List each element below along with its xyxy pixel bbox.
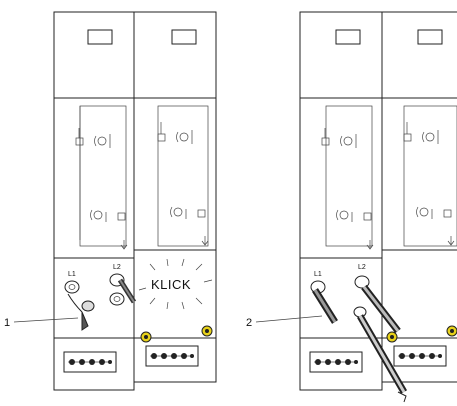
terminal-strip <box>393 345 447 367</box>
callout-1: 1 <box>4 317 10 329</box>
terminal-strip <box>309 351 363 373</box>
left-cabinet-a <box>53 11 135 391</box>
cable-socket-l2 <box>109 273 137 306</box>
cable-connector-l2 <box>353 275 408 403</box>
klick-label: KLICK <box>151 277 191 292</box>
cable-socket-l1 <box>64 280 95 331</box>
socket-label-l2: L2 <box>358 264 366 271</box>
klick-burst: KLICK <box>138 258 213 310</box>
socket-label-l1: L1 <box>314 271 322 278</box>
name-plate <box>335 29 361 45</box>
switch-symbol <box>321 128 372 222</box>
left-panel-assembly: L1 L2 KLICK <box>4 11 217 391</box>
socket-label-l1: L1 <box>68 271 76 278</box>
terminal-strip <box>63 351 117 373</box>
left-cabinet-b <box>133 11 217 383</box>
switch-symbol <box>75 128 126 222</box>
switch-symbol <box>403 122 452 219</box>
cable-connector-l1 <box>310 280 338 324</box>
terminal-strip <box>145 345 199 367</box>
name-plate <box>171 29 197 45</box>
name-plate <box>87 29 113 45</box>
socket-label-l2: L2 <box>113 264 121 271</box>
callout-2: 2 <box>246 317 252 329</box>
switch-symbol <box>157 122 206 219</box>
right-panel-assembly: L1 L2 2 <box>246 11 457 403</box>
name-plate <box>417 29 443 45</box>
